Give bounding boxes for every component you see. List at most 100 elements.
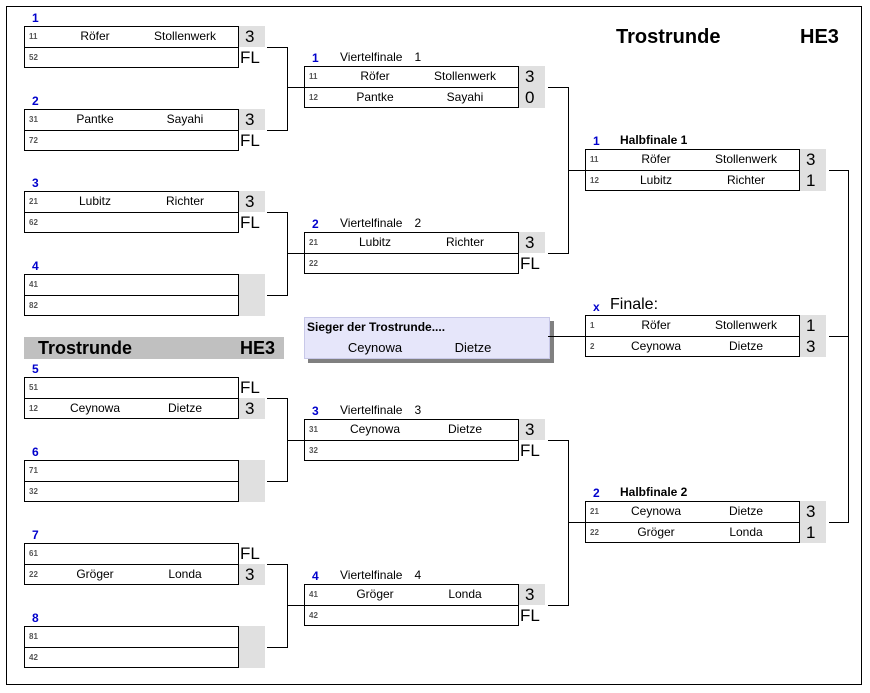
score-cell[interactable] xyxy=(237,481,265,502)
score-cell[interactable]: 3 xyxy=(798,336,826,357)
connector-r1-c-out xyxy=(287,440,304,441)
score-cell[interactable]: 3 xyxy=(237,191,265,212)
connector-r1-c-top xyxy=(267,398,288,399)
winner-box: Sieger der Trostrunde.... Ceynowa Dietze xyxy=(304,317,550,359)
score-cell[interactable]: 3 xyxy=(798,149,826,170)
connector-r1-a-out xyxy=(287,87,304,88)
player-1-name: Röfer xyxy=(641,152,671,166)
player-2-name: Sayahi xyxy=(166,112,204,126)
banner-code: HE3 xyxy=(240,338,276,358)
score-cell[interactable]: 0 xyxy=(517,87,545,108)
connector-qf-b-out xyxy=(568,522,585,523)
round1-match-1-number: 1 xyxy=(32,11,39,25)
seed-number: 32 xyxy=(29,487,38,496)
seed-number: 22 xyxy=(29,570,38,579)
seed-number: 41 xyxy=(309,590,318,599)
score-cell[interactable] xyxy=(237,647,265,668)
score-cell[interactable]: 1 xyxy=(798,170,826,191)
player-2-name: Stollenwerk xyxy=(714,318,778,332)
semifinal-match-2-number: 2 xyxy=(593,486,600,500)
connector-qf-a-bottom xyxy=(548,253,569,254)
round1-match-2-number: 2 xyxy=(32,94,39,108)
score-cell[interactable]: 3 xyxy=(517,232,545,253)
seed-number: 11 xyxy=(590,155,599,164)
player-1-name: Gröger xyxy=(637,525,675,539)
score-cell[interactable] xyxy=(237,274,265,295)
semifinal-caption-1-part: Halbfinale 1 xyxy=(620,133,688,147)
quarterfinal-match-2-number: 2 xyxy=(312,217,319,231)
section-banner: Trostrunde HE3 xyxy=(24,337,284,359)
connector-r1-a-vertical xyxy=(287,47,288,131)
match-row: 22 xyxy=(305,254,518,274)
score-cell[interactable] xyxy=(237,626,265,647)
score-cell[interactable]: 3 xyxy=(237,398,265,419)
seed-number: 12 xyxy=(29,404,38,413)
seed-number: 51 xyxy=(29,383,38,392)
player-2-name: Stollenwerk xyxy=(433,69,497,83)
score-cell[interactable]: FL xyxy=(237,130,265,151)
seed-number: 42 xyxy=(309,611,318,620)
seed-number: 11 xyxy=(29,32,38,41)
quarterfinal-caption-2-part: 2 xyxy=(414,216,422,230)
round1-match-8-number: 8 xyxy=(32,611,39,625)
quarterfinal-match-4-number: 4 xyxy=(312,569,319,583)
seed-number: 31 xyxy=(309,425,318,434)
score-cell[interactable]: FL xyxy=(517,605,545,626)
score-cell[interactable]: 3 xyxy=(798,501,826,522)
connector-qf-a-top xyxy=(548,87,569,88)
connector-sf-top xyxy=(829,170,848,171)
player-1-name: Röfer xyxy=(360,69,390,83)
score-cell[interactable]: FL xyxy=(237,543,265,564)
score-cell[interactable] xyxy=(237,460,265,481)
connector-sf-bottom xyxy=(829,522,848,523)
score-cell[interactable] xyxy=(237,295,265,316)
score-cell[interactable]: 3 xyxy=(517,584,545,605)
match-row: 52 xyxy=(25,48,238,68)
quarterfinal-match-1-number: 1 xyxy=(312,51,319,65)
seed-number: 32 xyxy=(309,446,318,455)
score-cell[interactable]: FL xyxy=(237,377,265,398)
score-cell[interactable]: 3 xyxy=(517,419,545,440)
score-cell[interactable]: 3 xyxy=(237,109,265,130)
connector-r1-b-vertical xyxy=(287,212,288,296)
score-cell[interactable]: 3 xyxy=(517,66,545,87)
winner-player-1: Ceynowa xyxy=(347,340,403,355)
score-cell[interactable]: 1 xyxy=(798,315,826,336)
score-cell[interactable]: 1 xyxy=(798,522,826,543)
score-cell[interactable]: FL xyxy=(517,440,545,461)
round1-match-7-number: 7 xyxy=(32,528,39,542)
score-cell[interactable]: FL xyxy=(517,253,545,274)
quarterfinal-caption-1-part: Viertelfinale xyxy=(340,50,403,64)
seed-number: 31 xyxy=(29,115,38,124)
player-1-name: Ceynowa xyxy=(630,339,682,353)
player-1-name: Pantke xyxy=(76,112,114,126)
score-cell[interactable]: 3 xyxy=(237,26,265,47)
seed-number: 12 xyxy=(590,176,599,185)
score-cell[interactable]: FL xyxy=(237,47,265,68)
seed-number: 21 xyxy=(590,507,599,516)
score-cell[interactable]: FL xyxy=(237,212,265,233)
score-cell[interactable]: 3 xyxy=(237,564,265,585)
connector-qf-b-vertical xyxy=(568,440,569,606)
match-row: 41 xyxy=(25,275,238,296)
round1-match-5-number: 5 xyxy=(32,362,39,376)
